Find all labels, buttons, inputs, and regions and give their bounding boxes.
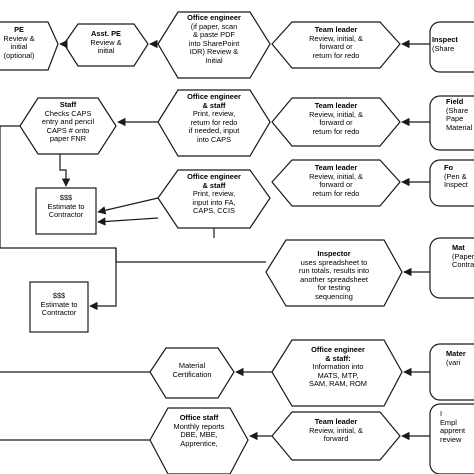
estimate1-body: $$$ Estimate to Contractor bbox=[47, 193, 85, 220]
oe4-title: Office engineer & staff: bbox=[311, 345, 365, 363]
inspector2-body: uses spreadsheet to run totals, results … bbox=[298, 257, 370, 301]
office-engineer-1-node bbox=[157, 11, 271, 79]
estimate1-label: $$$ Estimate to Contractor bbox=[36, 193, 96, 220]
oe2-title: Office engineer & staff bbox=[187, 92, 241, 110]
oe2-body: Print, review, return for redo if needed… bbox=[188, 109, 240, 144]
staff-label: Staff Checks CAPS entry and pencil CAPS … bbox=[28, 100, 108, 144]
inspector-right-body: (Share bbox=[432, 43, 455, 53]
tl5-body: Review, initial, & forward bbox=[309, 425, 363, 444]
field-right-title: Field bbox=[446, 97, 464, 106]
arrow-oe3-to-estimate-2 bbox=[97, 217, 159, 226]
office-engineer-4-node bbox=[271, 339, 403, 407]
tl2-title: Team leader bbox=[314, 101, 358, 110]
office-staff-body: Monthly reports DBE, MBE, Apprentice, bbox=[173, 421, 225, 448]
inspector-right-title: Inspect bbox=[432, 35, 458, 44]
tl1-label: Team leader Review, initial, & forward o… bbox=[286, 25, 386, 60]
asst-pe-label: Asst. PE Review & initial bbox=[66, 29, 146, 56]
empl-right-label: I Empl apprent review bbox=[440, 409, 474, 444]
asst-pe-node bbox=[63, 23, 149, 67]
matcert-label: Material Certification bbox=[152, 361, 232, 379]
office-engineer-3-node bbox=[157, 169, 271, 229]
team-leader-3-node bbox=[271, 159, 401, 207]
foo-right-label: Fo (Pen & Inspect bbox=[444, 163, 474, 190]
staff-title: Staff bbox=[59, 100, 77, 109]
field-right-body: (Share Pape Material bbox=[446, 105, 473, 132]
material-certification-node bbox=[149, 347, 235, 399]
mat-right-body: (Paper Contra bbox=[452, 251, 474, 270]
pe-node bbox=[0, 21, 59, 71]
mater-right-body: (vari bbox=[446, 357, 461, 367]
empl-right-body: I Empl apprent review bbox=[440, 409, 466, 444]
field-right-label: Field (Share Pape Material bbox=[446, 97, 474, 132]
arrow-to-estimate-2 bbox=[89, 248, 117, 311]
tl2-body: Review, initial, & forward or return for… bbox=[309, 109, 363, 136]
tl5-label: Team leader Review, initial, & forward bbox=[286, 417, 386, 444]
tl1-title: Team leader bbox=[314, 25, 358, 34]
inspector-right-label: Inspect (Share bbox=[432, 35, 474, 53]
tl1-body: Review, initial, & forward or return for… bbox=[309, 33, 363, 60]
foo-right-node bbox=[429, 159, 474, 207]
mater-right-title: Mater bbox=[446, 349, 466, 358]
pe-title: PE bbox=[14, 25, 24, 34]
office-engineer-2-node bbox=[157, 89, 271, 157]
oe3-body: Print, review, input into FA, CAPS, CCIS bbox=[192, 189, 236, 216]
team-leader-5-node bbox=[271, 411, 401, 461]
pe-label: PE Review & initial (optional) bbox=[0, 25, 52, 60]
staff-body: Checks CAPS entry and pencil CAPS # onto… bbox=[41, 108, 95, 144]
oe4-body: Information into MATS, MTP, SAM, RAM, RO… bbox=[309, 362, 367, 389]
inspector-2-node bbox=[265, 239, 403, 307]
tl3-label: Team leader Review, initial, & forward o… bbox=[286, 163, 386, 198]
inspector2-title: Inspector bbox=[317, 249, 351, 258]
asst-pe-title: Asst. PE bbox=[91, 29, 121, 38]
estimate2-body: $$$ Estimate to Contractor bbox=[40, 291, 78, 318]
oe2-label: Office engineer & staff Print, review, r… bbox=[164, 92, 264, 145]
estimate2-label: $$$ Estimate to Contractor bbox=[30, 291, 88, 318]
foo-right-title: Fo bbox=[444, 163, 454, 172]
asst-pe-body: Review & initial bbox=[90, 37, 122, 56]
oe3-title: Office engineer & staff bbox=[187, 172, 241, 190]
mater-right-label: Mater (vari bbox=[446, 349, 474, 367]
mat-right-node bbox=[429, 237, 474, 299]
staff-node bbox=[19, 97, 117, 155]
oe1-label: Office engineer (if paper, scan & paste … bbox=[164, 13, 264, 66]
office-staff-title: Office staff bbox=[179, 413, 219, 422]
arrow-oe3-to-estimate bbox=[97, 197, 159, 215]
tl2-label: Team leader Review, initial, & forward o… bbox=[286, 101, 386, 136]
pe-body: Review & initial (optional) bbox=[3, 33, 35, 60]
foo-right-body: (Pen & Inspect bbox=[444, 171, 468, 190]
team-leader-1-node bbox=[271, 21, 401, 69]
oe1-body: (if paper, scan & paste PDF into SharePo… bbox=[188, 21, 240, 65]
oe3-label: Office engineer & staff Print, review, i… bbox=[164, 172, 264, 216]
estimate-2-node bbox=[29, 281, 89, 333]
arrow-staff-down bbox=[59, 154, 71, 187]
tl3-body: Review, initial, & forward or return for… bbox=[309, 171, 363, 198]
inspector-right-node bbox=[429, 21, 474, 73]
oe1-title: Office engineer bbox=[187, 13, 241, 22]
team-leader-2-node bbox=[271, 97, 401, 147]
office-staff-label: Office staff Monthly reports DBE, MBE, A… bbox=[158, 413, 240, 448]
tl5-title: Team leader bbox=[314, 417, 358, 426]
mat-right-title: Mat bbox=[452, 243, 465, 252]
oe4-label: Office engineer & staff: Information int… bbox=[282, 345, 394, 389]
estimate-1-node bbox=[35, 187, 97, 235]
tl3-title: Team leader bbox=[314, 163, 358, 172]
mat-right-label: Mat (Paper Contra bbox=[452, 243, 474, 270]
empl-right-node bbox=[429, 403, 474, 474]
inspector2-label: Inspector uses spreadsheet to run totals… bbox=[276, 249, 392, 302]
field-right-node bbox=[429, 95, 474, 151]
matcert-body: Material Certification bbox=[172, 361, 212, 379]
loop-left-line bbox=[0, 125, 266, 263]
office-staff-node bbox=[149, 407, 249, 474]
